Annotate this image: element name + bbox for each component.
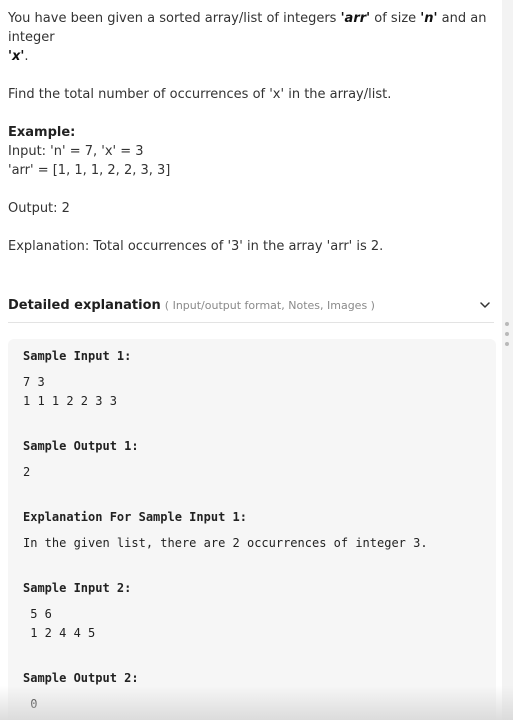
problem-description: You have been given a sorted array/list … [8,9,496,66]
drag-handle-icon[interactable] [505,322,510,350]
sample-io-panel: Sample Input 1: 7 3 1 1 1 2 2 3 3 Sample… [8,339,496,720]
sample-input-1-line-2: 1 1 1 2 2 3 3 [23,394,117,408]
sample-output-1-value: 2 [23,465,31,479]
example-input: Input: 'n' = 7, 'x' = 3 [8,144,144,159]
arr-term: 'arr' [340,11,371,26]
detailed-explanation-hint: ( Input/output format, Notes, Images ) [164,299,375,312]
example-arr: 'arr' = [1, 1, 1, 2, 2, 3, 3] [8,163,171,178]
x-term: 'x' [8,49,25,64]
chevron-down-icon[interactable] [480,300,490,310]
task-text: Find the total number of occurrences of … [8,87,392,102]
detailed-explanation-toggle[interactable]: Detailed explanation( Input/output forma… [8,296,494,323]
problem-statement: You have been given a sorted array/list … [8,9,496,256]
detailed-explanation-title: Detailed explanation( Input/output forma… [8,298,375,313]
detailed-explanation-label: Detailed explanation [8,298,161,313]
example-explanation: Explanation: Total occurrences of '3' in… [8,239,384,254]
explanation-1-text: In the given list, there are 2 occurrenc… [23,536,428,550]
description-text: . [24,49,29,64]
explanation-1-label: Explanation For Sample Input 1: [23,510,247,524]
sample-output-1-label: Sample Output 1: [23,439,139,453]
example-output: Output: 2 [8,201,70,216]
sample-output-2-label: Sample Output 2: [23,671,139,685]
sample-input-1-line-1: 7 3 [23,375,45,389]
sample-input-2-label: Sample Input 2: [23,581,132,595]
description-text: of size [370,11,421,26]
sample-input-2-line-1: 5 6 [23,607,52,621]
sample-input-1-label: Sample Input 1: [23,349,132,363]
description-text: and an integer [8,11,487,45]
example-heading: Example: [8,125,76,140]
page-scrollbar[interactable] [502,0,513,720]
description-text: You have been given a sorted array/list … [8,11,341,26]
n-term: 'n' [420,11,438,26]
bottom-fade-overlay [0,686,513,720]
sample-input-2-line-2: 1 2 4 4 5 [23,626,96,640]
